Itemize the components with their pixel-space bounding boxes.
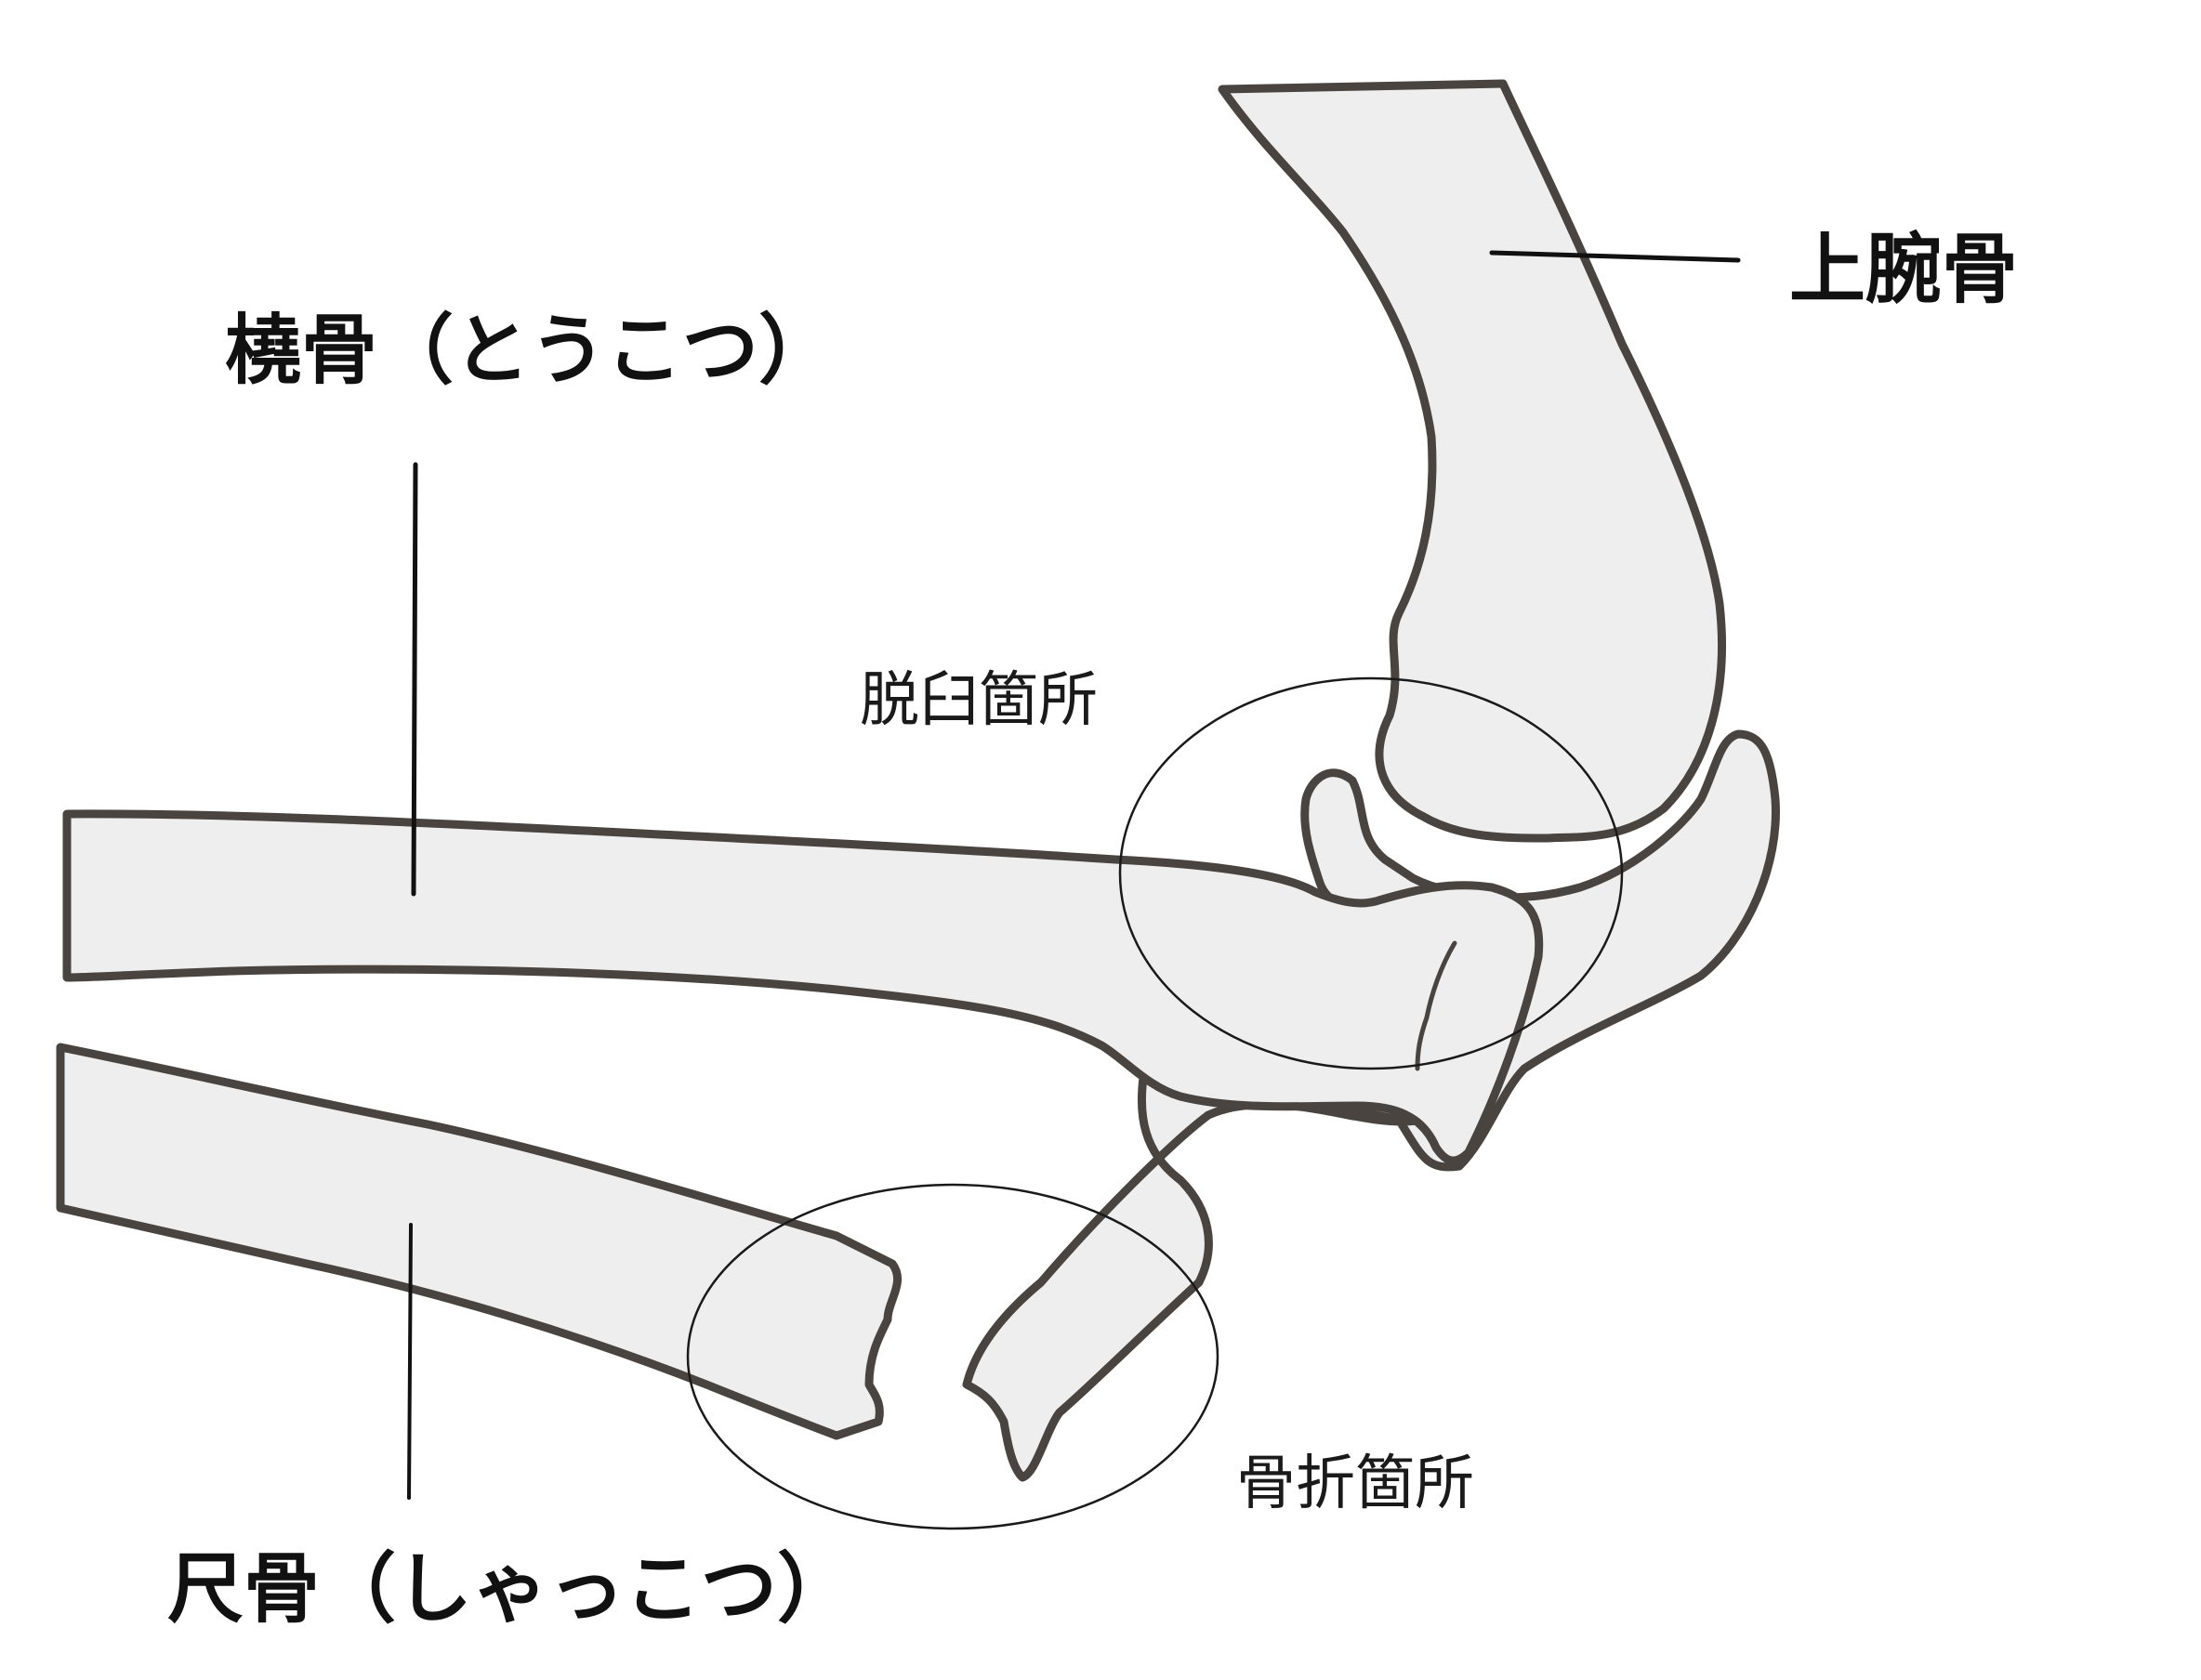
dislocation-label: 脱臼箇所 <box>860 666 1098 735</box>
ulna-shaft-fragment <box>56 1043 902 1440</box>
fracture-circle <box>686 1183 1219 1530</box>
fracture-label: 骨折箇所 <box>1236 1450 1474 1518</box>
ulna-leader-line <box>407 1223 413 1500</box>
humerus-label: 上腕骨 <box>1789 226 2018 314</box>
humerus-leader-line <box>1489 250 1741 263</box>
dislocation-circle <box>1118 676 1624 1070</box>
ulna-label: 尺骨（しゃっこつ） <box>167 1545 853 1634</box>
radius-label: 橈骨（とうこつ） <box>225 307 835 395</box>
radius-crack-line <box>1415 940 1457 1071</box>
radius-bone <box>62 809 1544 1165</box>
radius-leader-line <box>411 462 418 897</box>
humerus-bone <box>1218 79 1726 843</box>
